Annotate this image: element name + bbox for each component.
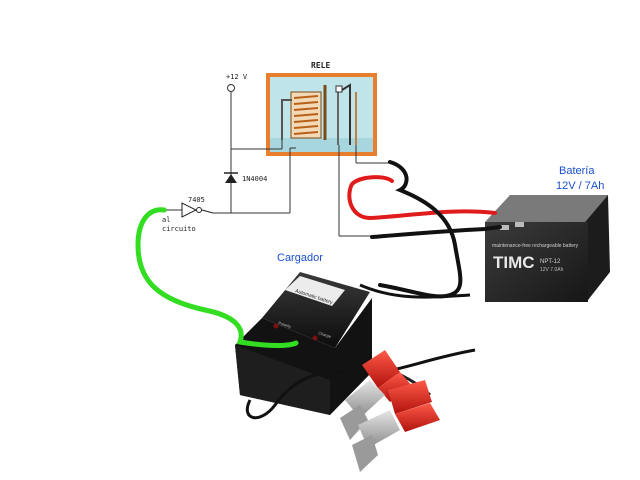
charger-label: Cargador: [277, 252, 323, 264]
relay: RELE: [266, 61, 377, 156]
charge-led: [312, 335, 318, 341]
relay-base: [270, 138, 373, 152]
wire-green: [135, 207, 299, 348]
battery-spec: 12V 7.0Ah: [540, 267, 564, 273]
charger-charge: Charge: [318, 330, 333, 339]
battery-top: [485, 195, 608, 222]
relay-label: RELE: [311, 61, 330, 70]
battery-brand: TIMC: [493, 253, 535, 272]
clamp-cord-black: [245, 348, 476, 420]
battery-model: NPT-12: [540, 259, 561, 265]
diode-1n4004: [224, 172, 238, 183]
input-label-line2: circuito: [162, 225, 196, 233]
relay-coil: [290, 91, 322, 139]
battery-label-line1: Batería: [559, 165, 595, 177]
battery-terminal-neg: [515, 222, 524, 227]
polarity-led: [273, 323, 279, 329]
battery-side: [585, 195, 610, 300]
relay-contacts: [281, 83, 357, 145]
charger: Automatic battery charger for Sealed Lea…: [235, 272, 372, 415]
wire-black-upper: [378, 160, 463, 299]
battery-tagline: maintenance-free rechargeable battery: [492, 243, 579, 249]
diode-label: 1N4004: [242, 175, 267, 183]
inverter-label: 7405: [188, 196, 205, 204]
clamp-upper: [340, 350, 412, 440]
schematic-wiring: [164, 92, 392, 237]
input-label-line1: al: [162, 216, 170, 224]
inverter-7405: [181, 202, 214, 218]
supply-label: +12 V: [226, 73, 248, 81]
battery: maintenance-free rechargeable battery TI…: [485, 195, 610, 302]
charger-polarity: Polarity: [278, 320, 292, 329]
charger-front: [235, 345, 330, 415]
supply-terminal: [227, 84, 235, 92]
wire-black-lower: [370, 225, 502, 239]
battery-terminal-pos: [500, 225, 509, 230]
charger-cable: [359, 283, 471, 299]
battery-label-line2: 12V / 7Ah: [556, 180, 604, 192]
wire-red: [347, 175, 497, 221]
charger-face-label: [285, 276, 345, 306]
battery-front: [485, 222, 588, 302]
clamp-lower: [352, 380, 440, 472]
